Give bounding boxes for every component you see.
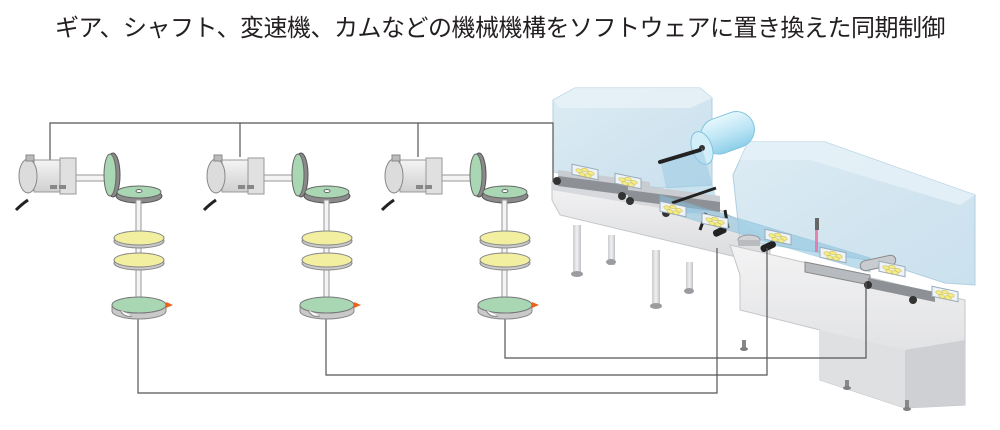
bottom-wire-2 bbox=[325, 248, 768, 376]
mechanism-unit-3 bbox=[380, 152, 539, 320]
product-tray bbox=[931, 285, 959, 303]
cam-follower-marker bbox=[166, 302, 173, 308]
cam-follower-marker bbox=[532, 302, 539, 308]
product-item bbox=[832, 256, 840, 261]
packaging-machine bbox=[551, 87, 976, 411]
sealing-conveyor bbox=[804, 254, 935, 304]
product-item bbox=[891, 270, 899, 275]
motor-cable bbox=[202, 198, 217, 212]
product-item bbox=[627, 182, 635, 187]
motor-cable bbox=[380, 198, 395, 212]
product-item bbox=[581, 167, 589, 173]
product-item bbox=[669, 204, 677, 210]
servo-motor bbox=[14, 154, 109, 212]
bottom-wire-3 bbox=[504, 282, 867, 359]
gear-hub bbox=[501, 189, 509, 193]
product-item bbox=[777, 238, 785, 243]
product-item bbox=[672, 210, 680, 215]
product-item bbox=[711, 216, 719, 222]
servo-motor bbox=[202, 154, 297, 212]
motor-label bbox=[238, 185, 245, 189]
gear-hub bbox=[323, 189, 331, 193]
product-tray bbox=[571, 163, 599, 181]
motor-end-cap bbox=[18, 158, 38, 194]
cam-notch bbox=[307, 309, 321, 317]
product-tray bbox=[764, 228, 792, 246]
top-wire bbox=[49, 122, 554, 182]
friction-disc bbox=[301, 230, 353, 246]
motor-encoder bbox=[391, 154, 401, 162]
bevel-gear-vertical bbox=[469, 153, 483, 197]
friction-disc bbox=[301, 252, 353, 268]
bottom-wire-1 bbox=[137, 248, 718, 394]
cam-follower-marker bbox=[354, 302, 361, 308]
motor-end-cap bbox=[384, 158, 404, 194]
cam-notch bbox=[119, 309, 133, 317]
motor-label bbox=[425, 185, 432, 189]
product-item bbox=[941, 289, 949, 295]
motor-cable bbox=[14, 198, 29, 212]
motor-encoder bbox=[25, 154, 35, 162]
motor-shaft bbox=[263, 174, 297, 182]
machine-feet bbox=[740, 340, 911, 411]
products bbox=[571, 163, 959, 303]
product-item bbox=[714, 222, 722, 227]
friction-disc bbox=[113, 230, 165, 246]
gear-hub bbox=[135, 189, 143, 193]
mechanism-unit-2 bbox=[202, 152, 361, 320]
product-item bbox=[774, 232, 782, 238]
control-wires bbox=[49, 122, 867, 394]
friction-disc bbox=[113, 252, 165, 268]
product-item bbox=[888, 264, 896, 270]
motor-label bbox=[416, 185, 423, 189]
motor-label bbox=[50, 185, 57, 189]
product-item bbox=[584, 173, 592, 178]
motor-encoder bbox=[213, 154, 223, 162]
product-tray bbox=[878, 260, 906, 278]
machine-legs bbox=[571, 225, 694, 309]
bevel-gear-vertical bbox=[103, 153, 117, 197]
cam-notch bbox=[485, 309, 499, 317]
motor-end-cap bbox=[206, 158, 226, 194]
product-tray bbox=[701, 212, 729, 230]
bevel-gear-vertical bbox=[291, 153, 305, 197]
product-item bbox=[624, 176, 632, 182]
motor-shaft bbox=[441, 174, 475, 182]
sensor bbox=[815, 218, 819, 252]
motor-label bbox=[247, 185, 254, 189]
friction-disc bbox=[479, 230, 531, 246]
motor-label bbox=[59, 185, 66, 189]
product-tray bbox=[659, 200, 687, 218]
rollers bbox=[712, 226, 776, 253]
product-tray bbox=[614, 172, 642, 190]
product-tray bbox=[819, 246, 847, 264]
motor-shaft bbox=[75, 174, 109, 182]
product-item bbox=[829, 250, 837, 256]
mechanism-unit-1 bbox=[14, 152, 173, 320]
product-item bbox=[944, 295, 952, 300]
page-title: ギア、シャフト、変速機、カムなどの機械機構をソフトウェアに置き換えた同期制御 bbox=[54, 14, 946, 42]
friction-disc bbox=[479, 252, 531, 268]
servo-motor bbox=[380, 154, 475, 212]
